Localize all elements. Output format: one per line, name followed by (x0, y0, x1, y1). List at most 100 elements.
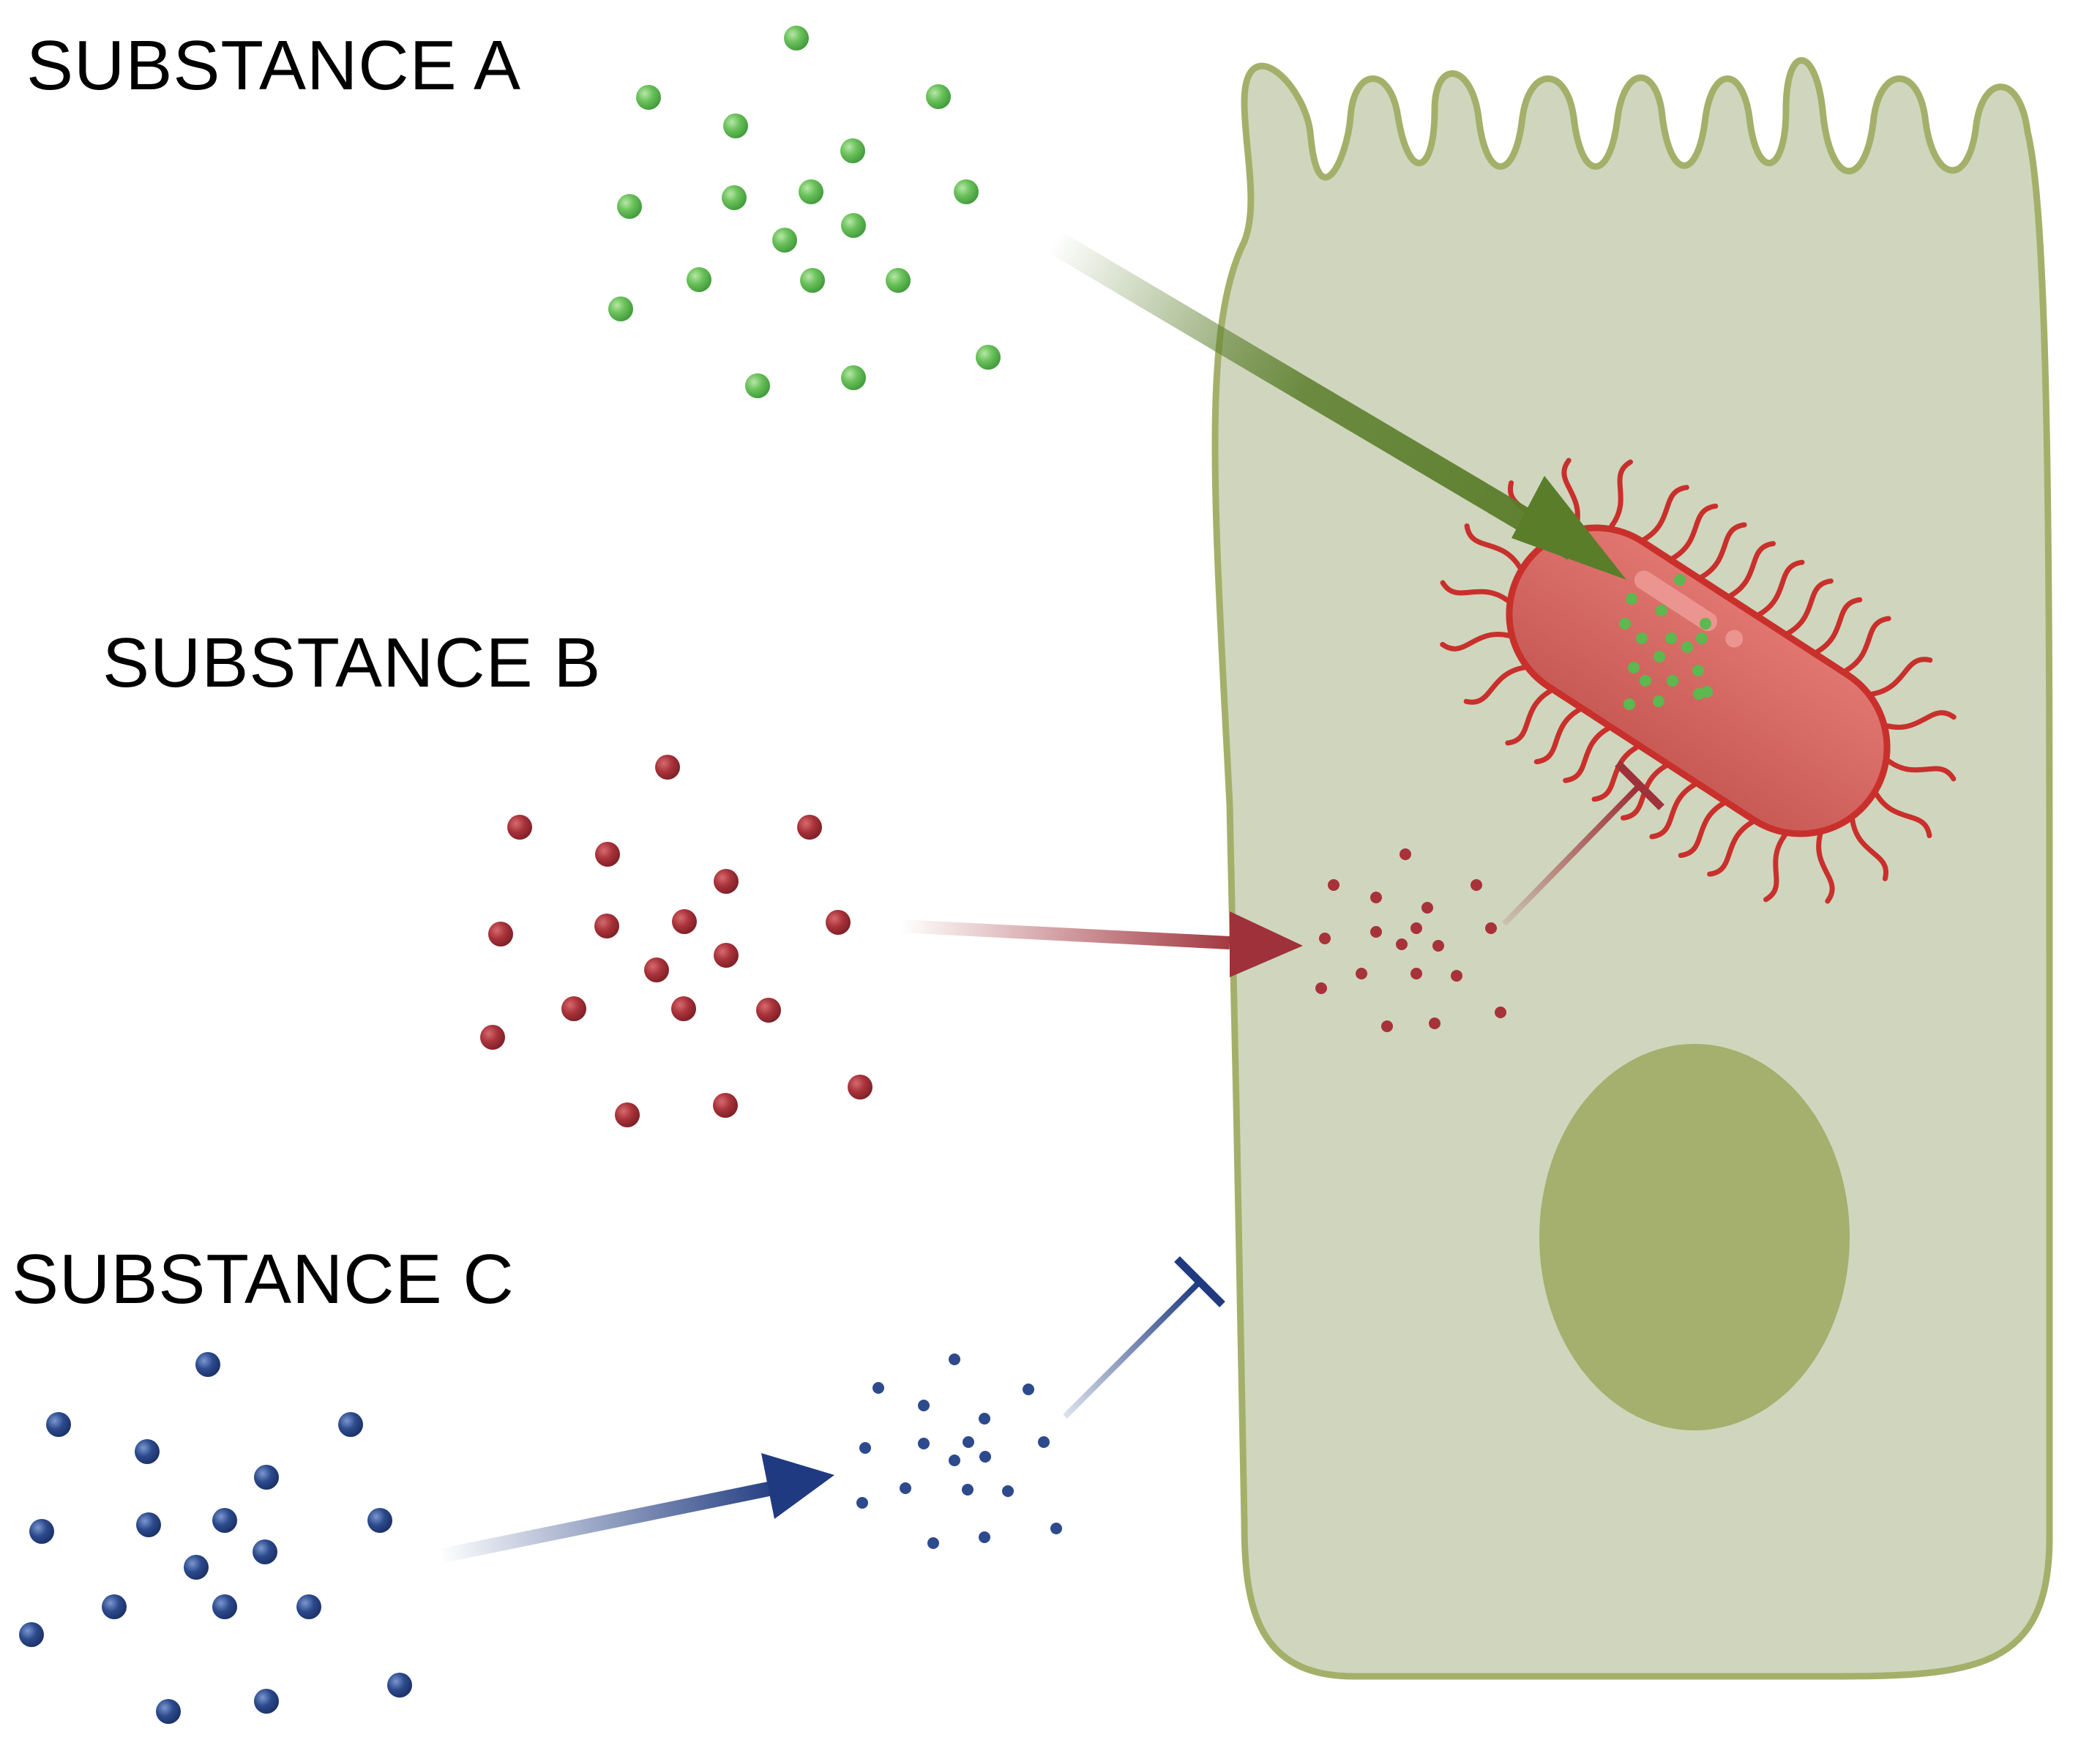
flagellum (1464, 523, 1522, 570)
flagellum (1620, 764, 1668, 821)
substance-c-particles-particle (254, 1465, 279, 1490)
substance-c-particles-particle (102, 1594, 127, 1619)
bacterium-highlight (1634, 570, 1718, 632)
substance-b-particles-particle (848, 1075, 872, 1099)
flagellum (1785, 578, 1834, 636)
substance-a-processed-particle (1628, 662, 1640, 673)
substance-a-particles-particle (841, 213, 866, 238)
substance-a-processed-particle (1654, 651, 1665, 662)
substance-c-particles-particle (338, 1412, 363, 1437)
flagellum (1843, 616, 1891, 673)
substance-b-processed (1315, 848, 1506, 1032)
substance-a-processed-particle (1681, 641, 1693, 653)
substance-c-processed-particle (962, 1484, 974, 1496)
arrow-substance-b (900, 911, 1303, 977)
flagellum (1699, 522, 1747, 580)
substance-b-particles-particle (714, 869, 739, 894)
label-substance-b: SUBSTANCE B (102, 624, 602, 702)
substance-c-processed-particle (1023, 1384, 1034, 1395)
flagellum (1678, 801, 1726, 859)
substance-b-processed-particle (1381, 1020, 1393, 1032)
substance-a-particles-particle (608, 296, 633, 321)
substance-b-processed-particle (1370, 892, 1382, 903)
flagellum (1641, 485, 1689, 542)
epithelial-cell (1211, 57, 2053, 1680)
substance-b-particles-particle (826, 910, 851, 935)
substance-a-particles-particle (723, 113, 748, 138)
substance-c-particles (19, 1352, 412, 1724)
substance-b-particles-particle (756, 998, 781, 1023)
substance-a-processed-particle (1700, 618, 1711, 630)
substance-c-particles-particle (367, 1508, 392, 1533)
label-substance-a: SUBSTANCE A (26, 26, 522, 105)
substance-a-processed-particle (1674, 574, 1686, 586)
flagellum (1440, 580, 1510, 603)
substance-b-processed-particle (1451, 970, 1462, 982)
substance-b-particles (480, 755, 872, 1127)
substance-b-processed-particle (1319, 933, 1331, 944)
substance-c-particles-particle (136, 1512, 161, 1537)
substance-b-particles-particle (672, 909, 697, 934)
substance-c-processed-particle (900, 1482, 911, 1494)
flagellum (1561, 458, 1580, 530)
flagellum (1869, 657, 1933, 697)
substance-b-particles-particle (644, 957, 669, 982)
inhibition-substance-b (1502, 761, 1664, 926)
flagellum (1728, 541, 1776, 598)
substance-b-processed-particle (1410, 968, 1422, 979)
substance-b-processed-particle (1421, 902, 1433, 914)
substance-c-processed-particle (1038, 1436, 1050, 1448)
flagellum (1505, 688, 1553, 746)
substance-b-processed-particle (1410, 922, 1422, 934)
substance-c-particles-particle (387, 1673, 412, 1698)
substance-a-processed-particle (1692, 665, 1704, 676)
substance-c-processed-particle (1002, 1485, 1014, 1497)
flagellum (1591, 744, 1640, 802)
particle-groups (19, 26, 1713, 1724)
flagellum (1757, 559, 1805, 617)
substance-c-particles-particle (254, 1689, 279, 1714)
substance-c-processed-particle (927, 1537, 939, 1549)
flagellum (1850, 817, 1889, 881)
substance-c-processed-particle (963, 1436, 974, 1448)
substance-b-particles-particle (594, 914, 619, 938)
substance-a-processed-particle (1623, 698, 1635, 710)
substance-c-processed-particle (918, 1438, 930, 1449)
nucleus (1539, 1044, 1850, 1430)
flagellum (1874, 791, 1932, 839)
substance-c-particles-particle (296, 1594, 321, 1619)
flagellum (1463, 665, 1527, 705)
substance-c-processed-particle (949, 1354, 960, 1365)
inhibition-substance-c (1063, 1256, 1225, 1419)
substance-b-particles-particle (713, 1093, 738, 1118)
substance-c-particles-particle (29, 1519, 54, 1544)
substance-b-processed-particle (1471, 879, 1482, 891)
flagellum (1649, 782, 1697, 840)
arrow-substance-c (441, 1453, 834, 1563)
substance-a-particles-particle (745, 373, 770, 398)
substance-a-processed-particle (1701, 686, 1713, 698)
substance-c-processed-particle (1050, 1523, 1062, 1534)
substance-a-particles-particle (886, 268, 911, 293)
substance-a-processed-particle (1636, 632, 1648, 644)
substance-a-particles-particle (800, 268, 825, 293)
substance-a-particles-particle (926, 84, 951, 109)
substance-c-particles-particle (253, 1539, 277, 1564)
substance-c-particles-particle (46, 1412, 71, 1437)
substance-c-processed-particle (859, 1442, 871, 1454)
substance-a-particles-particle (722, 185, 747, 210)
substance-c-particles-particle (212, 1594, 237, 1619)
flagellum (1609, 459, 1633, 529)
substance-b-processed-particle (1396, 938, 1408, 950)
substance-c-processed-particle (949, 1455, 960, 1466)
substance-b-processed-particle (1485, 922, 1497, 934)
substance-b-particles-particle (488, 922, 513, 947)
flagellum (1670, 503, 1719, 561)
substance-a-particles (608, 26, 1001, 398)
label-substance-c: SUBSTANCE C (12, 1240, 515, 1318)
substance-a-particles-particle (636, 85, 661, 110)
substance-a-particles-particle (617, 194, 642, 219)
flagellum (1815, 597, 1863, 654)
substance-a-processed-particle (1696, 632, 1708, 644)
